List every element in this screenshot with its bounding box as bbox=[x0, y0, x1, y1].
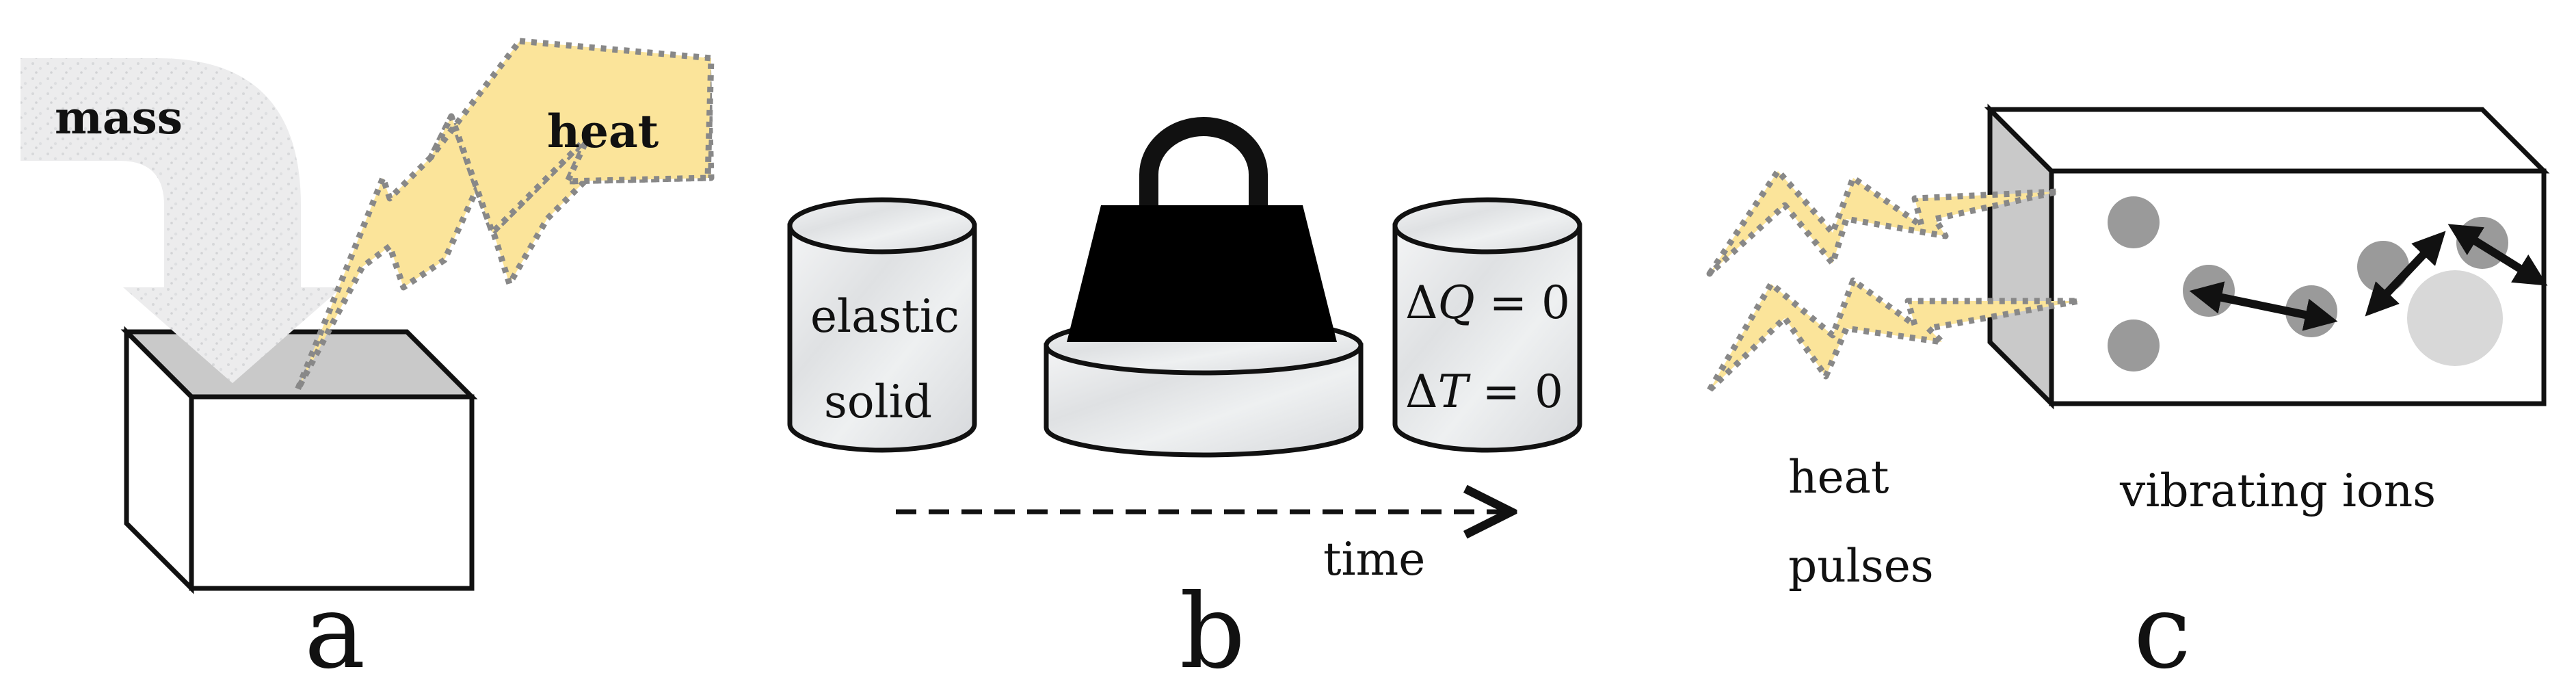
vibration-arrow-icon bbox=[2189, 281, 2338, 331]
heat-pulse-icon bbox=[1706, 168, 2062, 277]
time-label: time bbox=[1323, 533, 1425, 586]
vibration-arrow-icon bbox=[2447, 224, 2548, 286]
heat-bolt-head-icon bbox=[427, 38, 715, 236]
vibration-arrow-icon bbox=[2365, 231, 2446, 317]
heat-label: heat bbox=[547, 105, 659, 158]
ion bbox=[2108, 196, 2160, 248]
weight-icon bbox=[1067, 117, 1337, 342]
large-ion bbox=[2407, 270, 2503, 366]
elastic-solid-cylinder bbox=[787, 197, 977, 453]
heat-pulse-icon bbox=[1706, 277, 2082, 393]
panel-c: heat pulses vibrating ions c bbox=[1706, 103, 2550, 691]
heat-bolt-icon bbox=[294, 55, 715, 393]
heat-pulses-label-line1: heat bbox=[1788, 451, 1889, 504]
mass-label: mass bbox=[55, 91, 183, 144]
final-state-cylinder bbox=[1392, 197, 1582, 453]
panel-b-letter: b bbox=[1180, 573, 1245, 691]
box-front-face bbox=[189, 394, 475, 591]
panel-c-letter: c bbox=[2134, 573, 2191, 691]
vibrating-ions-label: vibrating ions bbox=[2119, 465, 2436, 517]
ion bbox=[2357, 241, 2409, 293]
heat-pulses-label-line2: pulses bbox=[1788, 540, 1934, 592]
solid-label-line2: solid bbox=[824, 376, 932, 428]
mass-arrow-icon bbox=[21, 58, 342, 383]
panel-b: elastic solid ΔQ = 0 ΔT = 0 time b bbox=[787, 117, 1582, 691]
delta-t-equation: ΔT = 0 bbox=[1405, 365, 1563, 418]
ion bbox=[2108, 320, 2160, 371]
bar-top-face bbox=[1984, 107, 2550, 174]
panel-a: mass heat a bbox=[21, 38, 715, 691]
solid-label-line1: elastic bbox=[810, 290, 959, 343]
panel-a-letter: a bbox=[304, 573, 365, 691]
delta-q-equation: ΔQ = 0 bbox=[1405, 276, 1570, 329]
open-system-box bbox=[120, 326, 478, 595]
